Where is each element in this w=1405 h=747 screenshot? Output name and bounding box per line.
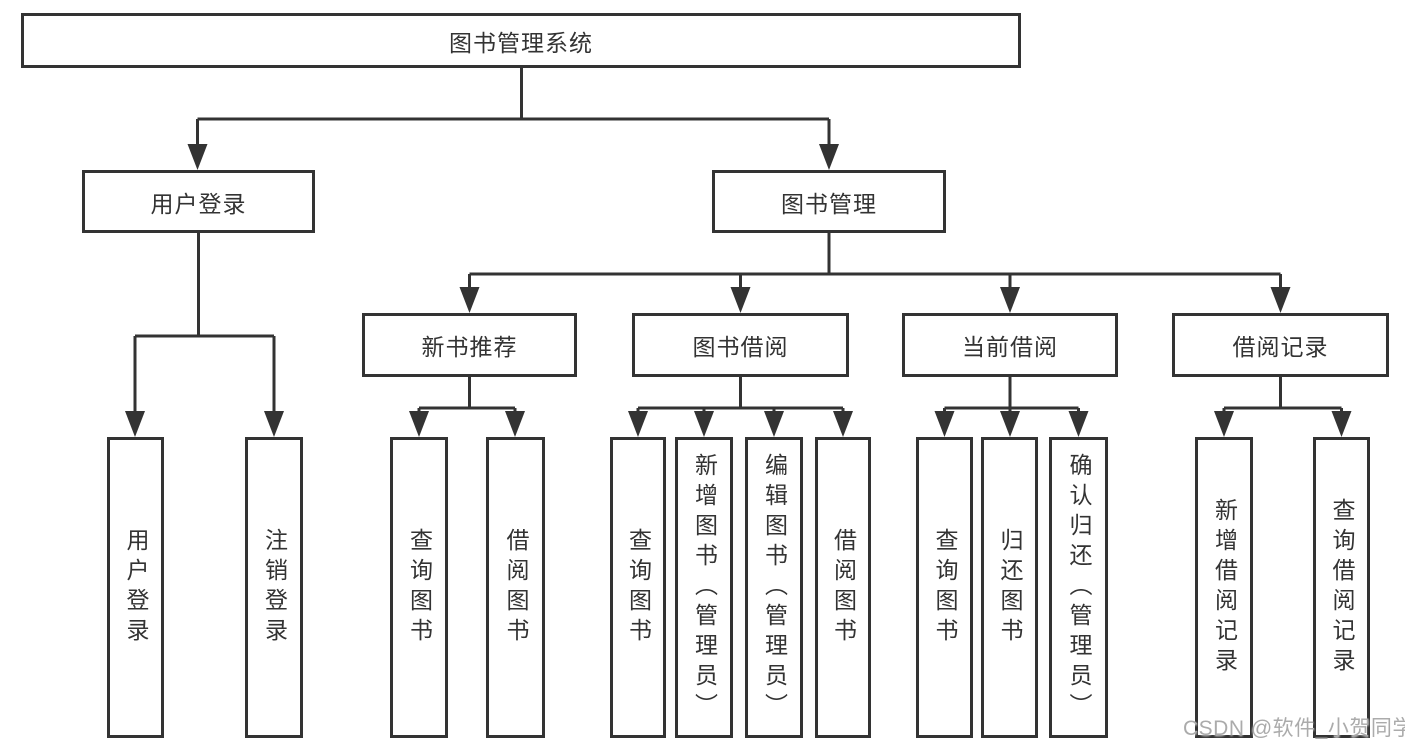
arrowhead [409, 411, 429, 437]
arrowhead [1068, 411, 1089, 437]
node-leaf-nb-borrow-books: 借阅图书 [486, 437, 545, 738]
leaf-label: 查询借阅记录 [1329, 497, 1355, 678]
connector-root [196, 68, 831, 146]
leaf-label: 查询图书 [625, 527, 652, 648]
leaf-label: 查询图书 [932, 527, 958, 648]
node-leaf-bb-query-books: 查询图书 [610, 437, 666, 738]
arrowhead [125, 411, 145, 437]
arrowhead [505, 411, 525, 437]
leaf-label: 用户登录 [123, 527, 149, 648]
arrowhead [833, 411, 853, 437]
arrowhead [764, 411, 784, 437]
arrowhead [459, 287, 480, 313]
node-leaf-cb-query-books: 查询图书 [916, 437, 973, 738]
leaf-label: 新增借阅记录 [1211, 497, 1238, 678]
leaf-label: 新增图书（管理员） [691, 452, 718, 723]
node-leaf-cb-confirm-return-admin: 确认归还（管理员） [1049, 437, 1108, 738]
node-leaf-bb-borrow-books: 借阅图书 [815, 437, 871, 738]
leaf-label: 确认归还（管理员） [1066, 452, 1092, 723]
arrowhead [1214, 411, 1234, 437]
node-book-management: 图书管理 [712, 170, 946, 233]
node-library-system: 图书管理系统 [21, 13, 1021, 68]
node-book-borrow: 图书借阅 [632, 313, 849, 377]
arrowhead [187, 144, 208, 170]
node-leaf-br-add-record: 新增借阅记录 [1195, 437, 1253, 738]
node-new-book-recommend: 新书推荐 [362, 313, 577, 377]
node-current-borrow: 当前借阅 [902, 313, 1118, 377]
leaf-label: 借阅图书 [830, 527, 857, 648]
node-user-login: 用户登录 [82, 170, 315, 233]
node-leaf-logout: 注销登录 [245, 437, 303, 738]
arrowhead [819, 144, 839, 170]
arrowheads [125, 144, 1352, 437]
connector-paths [133, 68, 1343, 413]
node-leaf-br-query-record: 查询借阅记录 [1313, 437, 1370, 738]
node-leaf-nb-query-books: 查询图书 [390, 437, 448, 738]
arrowhead [1331, 411, 1352, 437]
leaf-label: 查询图书 [406, 527, 433, 648]
node-leaf-user-login: 用户登录 [107, 437, 164, 738]
connector-new-book-group [417, 377, 517, 413]
arrowhead [264, 411, 284, 437]
connector-book-borrow-group [636, 377, 845, 413]
node-leaf-bb-add-books-admin: 新增图书（管理员） [675, 437, 733, 738]
arrowhead [730, 287, 751, 313]
csdn-watermark: CSDN @软件_小贺同学 [1183, 717, 1405, 740]
connector-user-login-branch [133, 233, 276, 413]
leaf-label: 归还图书 [997, 527, 1023, 648]
arrowhead [1270, 287, 1291, 313]
connector-book-mgmt-branch [468, 233, 1282, 289]
node-leaf-bb-edit-books-admin: 编辑图书（管理员） [745, 437, 803, 738]
leaf-label: 编辑图书（管理员） [761, 452, 788, 723]
arrowhead [1000, 411, 1020, 437]
connector-current-borrow-group [943, 377, 1080, 413]
leaf-label: 借阅图书 [503, 527, 529, 648]
node-leaf-cb-return-books: 归还图书 [981, 437, 1038, 738]
connector-borrow-records-group [1222, 377, 1343, 413]
arrowhead [1000, 287, 1020, 313]
leaf-label: 注销登录 [261, 527, 288, 648]
node-borrow-records: 借阅记录 [1172, 313, 1389, 377]
arrowhead [694, 411, 714, 437]
arrowhead [934, 411, 955, 437]
arrowhead [628, 411, 648, 437]
